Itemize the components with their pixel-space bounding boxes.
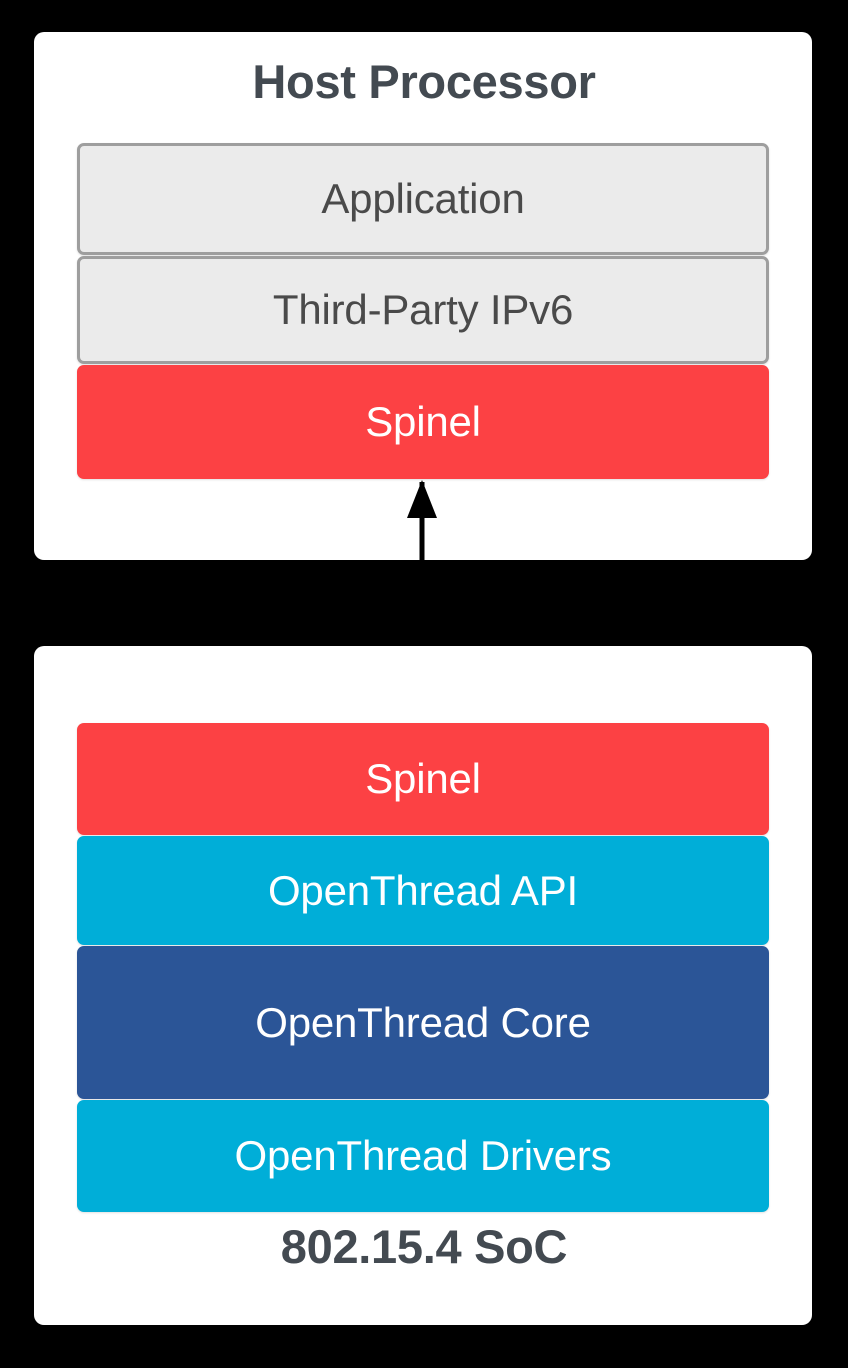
panel-title-802-15-4-soc: 802.15.4 SoC [280,1220,568,1273]
panel-title-host-processor: Host Processor [252,55,596,108]
layer-third-party-ipv6: Third-Party IPv6 [77,256,769,364]
layer-soc-spinel: Spinel [77,723,769,835]
layer-label-openthread-drivers: OpenThread Drivers [234,1132,612,1179]
layer-label-third-party-ipv6: Third-Party IPv6 [272,286,574,333]
layer-label-openthread-core: OpenThread Core [255,998,591,1046]
layer-label-soc-spinel: Spinel [365,755,481,802]
layer-label-openthread-api: OpenThread API [267,866,579,914]
layer-application: Application [77,143,769,255]
layer-label-application: Application [321,175,525,222]
layer-host-spinel: Spinel [77,365,769,479]
layer-openthread-api: OpenThread API [77,836,769,945]
layer-openthread-core: OpenThread Core [77,946,769,1099]
layer-openthread-drivers: OpenThread Drivers [77,1100,769,1212]
layer-label-host-spinel: Spinel [365,398,481,445]
